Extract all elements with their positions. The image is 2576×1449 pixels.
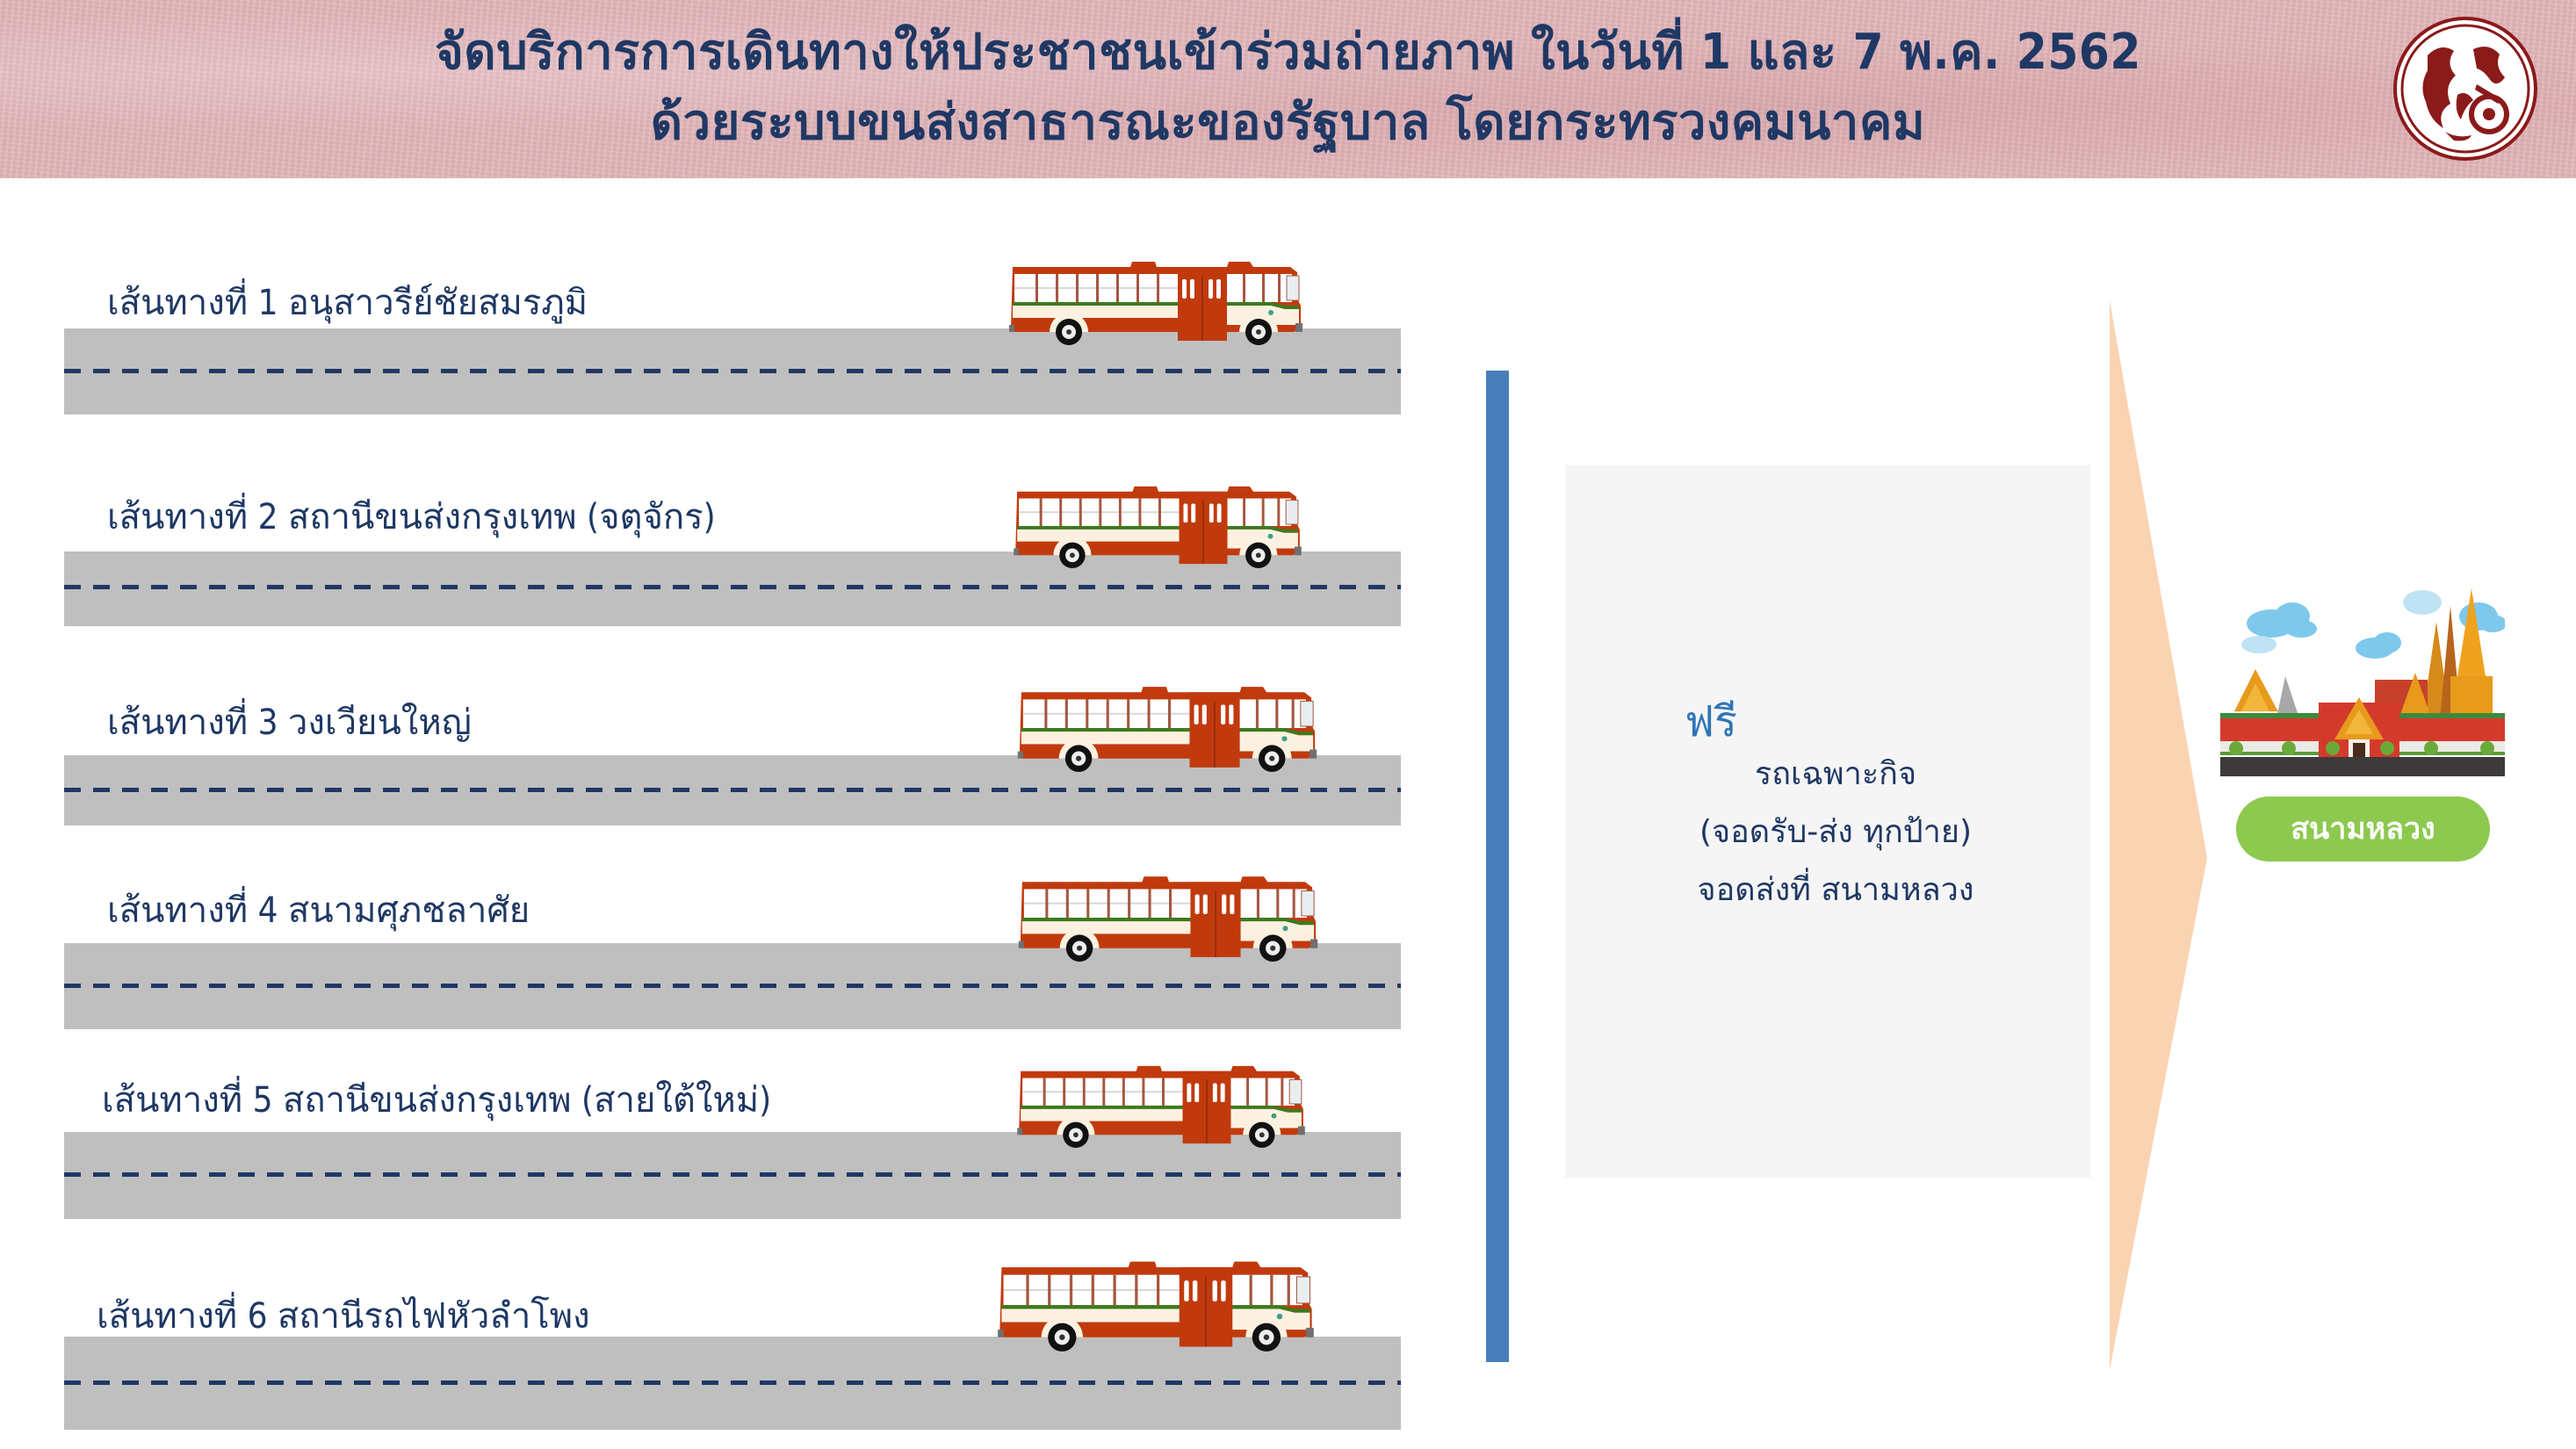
grand-palace-icon <box>2220 588 2505 776</box>
bus-icon <box>1018 876 1318 962</box>
free-label: ฟรี <box>1685 697 1737 746</box>
lane-divider <box>64 1381 1401 1385</box>
lane-divider <box>64 585 1401 589</box>
road-6 <box>64 1337 1401 1430</box>
lane-divider <box>64 788 1401 792</box>
ministry-seal-icon <box>2393 17 2537 161</box>
road-3 <box>64 755 1401 825</box>
road-5 <box>64 1132 1401 1219</box>
bus-icon <box>1016 1065 1306 1149</box>
service-line-1: รถเฉพาะกิจ <box>1754 756 1917 792</box>
bus-icon <box>1008 261 1303 346</box>
route-label-3: เส้นทางที่ 3 วงเวียนใหญ่ <box>107 703 472 743</box>
service-line-2: (จอดรับ-ส่ง ทุกป้าย) <box>1699 814 1973 850</box>
route-label-2: เส้นทางที่ 2 สถานีขนส่งกรุงเทพ (จตุจักร) <box>107 497 716 537</box>
service-info-box <box>1565 465 2090 1178</box>
lane-divider <box>64 1172 1401 1177</box>
route-label-4: เส้นทางที่ 4 สนามศุภชลาศัย <box>107 890 530 931</box>
page-title-line-2: ด้วยระบบขนส่งสาธารณะของรัฐบาล โดยกระทรวง… <box>650 94 1926 151</box>
road-1 <box>64 328 1401 415</box>
destination-sanam-luang-badge: สนามหลวง <box>2236 797 2490 861</box>
route-label-6: เส้นทางที่ 6 สถานีรถไฟหัวลำโพง <box>97 1296 590 1337</box>
bus-icon <box>1013 486 1302 569</box>
direction-arrow-icon <box>2110 300 2207 1370</box>
page-title-line-1: จัดบริการการเดินทางให้ประชาชนเข้าร่วมถ่า… <box>434 24 2141 81</box>
lane-divider <box>64 984 1401 988</box>
header-banner: จัดบริการการเดินทางให้ประชาชนเข้าร่วมถ่า… <box>0 0 2576 178</box>
road-2 <box>64 551 1401 626</box>
route-label-1: เส้นทางที่ 1 อนุสาวรีย์ชัยสมรภูมิ <box>107 283 588 323</box>
bus-icon <box>1017 686 1317 773</box>
convergence-bar <box>1486 371 1509 1362</box>
service-line-3: จอดส่งที่ สนามหลวง <box>1697 872 1974 908</box>
road-4 <box>64 943 1401 1029</box>
bus-icon <box>997 1260 1315 1352</box>
lane-divider <box>64 369 1401 373</box>
route-label-5: เส้นทางที่ 5 สถานีขนส่งกรุงเทพ (สายใต้ให… <box>102 1080 772 1121</box>
